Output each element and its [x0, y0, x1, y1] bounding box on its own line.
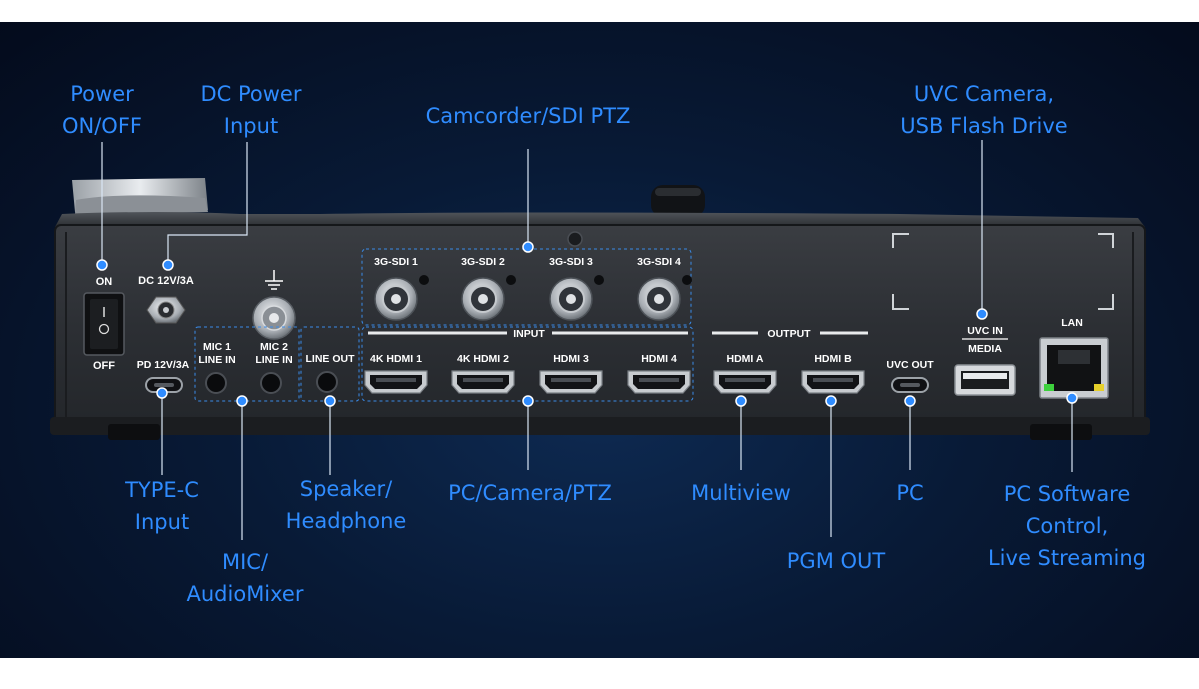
- dc-rating-label: DC 12V/3A: [138, 275, 194, 287]
- callout-text: Speaker/: [299, 477, 393, 501]
- line-out-label: LINE OUT: [306, 353, 356, 365]
- callout-text: DC Power: [200, 82, 302, 106]
- callout-text: Input: [134, 510, 190, 534]
- callout-text: Camcorder/SDI PTZ: [425, 104, 631, 128]
- rotary-knob: [651, 185, 705, 217]
- lan-rj45-port: [1039, 337, 1109, 399]
- sdi-port-label: 3G-SDI 4: [637, 256, 681, 268]
- callout-text: PC: [896, 481, 924, 505]
- hdmi-input-label: 4K HDMI 1: [370, 353, 422, 365]
- pd-rating-label: PD 12V/3A: [137, 359, 190, 371]
- hdmi-inputs: 4K HDMI 1 4K HDMI 2 HDMI 3 HDMI 4: [364, 353, 691, 394]
- line-out-jack: [316, 371, 338, 393]
- usb-a-port: [954, 364, 1016, 396]
- sdi-port-label: 3G-SDI 1: [374, 256, 418, 268]
- callout-pc-software-control: PC Software Control, Live Streaming: [980, 478, 1154, 574]
- output-group-label: OUTPUT: [767, 328, 811, 340]
- hdmi-input-label: 4K HDMI 2: [457, 353, 509, 365]
- callout-text: UVC Camera,: [913, 82, 1055, 106]
- callout-camcorder-sdi-ptz: Camcorder/SDI PTZ: [408, 100, 648, 132]
- callout-mic-audiomixer: MIC/ AudioMixer: [178, 546, 312, 610]
- callout-pgm-out: PGM OUT: [776, 545, 896, 577]
- callout-text: Multiview: [691, 481, 791, 505]
- hdmi-input-label: HDMI 3: [553, 353, 589, 365]
- callout-power-onoff: Power ON/OFF: [52, 78, 152, 142]
- callout-uvc-camera-usb: UVC Camera, USB Flash Drive: [886, 78, 1082, 142]
- callout-dc-power-input: DC Power Input: [191, 78, 311, 142]
- callout-text: PC Software: [1003, 482, 1131, 506]
- callout-text: Control,: [1025, 514, 1109, 538]
- sdi-port: 3G-SDI 1: [374, 256, 429, 321]
- uvc-out-label: UVC OUT: [886, 359, 934, 371]
- diagram-stage: ON OFF DC 12V/3A PD 12V/3A: [0, 22, 1199, 658]
- camera-mount-corner-marks: [892, 233, 1114, 310]
- hdmi-input-port: HDMI 3: [539, 353, 603, 394]
- mic2-jack: [260, 372, 282, 394]
- off-label: OFF: [93, 360, 115, 372]
- sdi-port: 3G-SDI 2: [461, 256, 516, 321]
- hdmi-output-label: HDMI A: [727, 353, 764, 365]
- uvc-in-label: UVC IN: [967, 325, 1003, 337]
- callout-text: Headphone: [285, 509, 407, 533]
- hdmi-inputs-outline: [361, 326, 694, 402]
- sdi-port-label: 3G-SDI 3: [549, 256, 593, 268]
- callout-text: PC/Camera/PTZ: [448, 481, 612, 505]
- media-label: MEDIA: [968, 343, 1002, 355]
- ground-symbol-icon: [265, 270, 283, 290]
- lan-label: LAN: [1061, 317, 1083, 329]
- callout-text: TYPE-C: [125, 478, 199, 502]
- sdi-port: 3G-SDI 3: [549, 256, 604, 321]
- leader-dots: [96, 241, 1078, 407]
- callout-text: Input: [223, 114, 279, 138]
- t-bar-handle: [72, 178, 208, 214]
- power-switch: ON OFF: [83, 276, 125, 372]
- sdi-inputs-outline: [361, 248, 692, 326]
- leader-lines: [101, 140, 1073, 540]
- hdmi-input-label: HDMI 4: [641, 353, 677, 365]
- callout-text: ON/OFF: [61, 114, 142, 138]
- dc-power-jack: [146, 296, 186, 324]
- hdmi-input-port: 4K HDMI 2: [451, 353, 515, 394]
- uvc-out-type-c-port: [891, 377, 929, 393]
- mic1-label-line2: LINE IN: [198, 354, 235, 366]
- callout-text: USB Flash Drive: [900, 114, 1068, 138]
- hdmi-output-label: HDMI B: [814, 353, 852, 365]
- callout-text: Power: [70, 82, 134, 106]
- on-label: ON: [96, 276, 113, 288]
- callout-pc-camera-ptz: PC/Camera/PTZ: [440, 477, 620, 509]
- mic1-jack: [205, 372, 227, 394]
- line-out-outline: [300, 326, 360, 402]
- hdmi-input-port: 4K HDMI 1: [364, 353, 428, 394]
- mic2-label-line1: MIC 2: [260, 341, 288, 353]
- sdi-port-label: 3G-SDI 2: [461, 256, 505, 268]
- hdmi-outputs: HDMI A HDMI B: [713, 353, 865, 394]
- hdmi-output-port: HDMI B: [801, 353, 865, 394]
- callout-text: Live Streaming: [987, 546, 1146, 570]
- callout-pc: PC: [880, 477, 940, 509]
- callout-text: PGM OUT: [786, 549, 886, 573]
- hdmi-output-port: HDMI A: [713, 353, 777, 394]
- callout-multiview: Multiview: [681, 477, 801, 509]
- sdi-inputs: 3G-SDI 1 3G-SDI 2 3G-SDI 3 3G-SDI 4: [374, 256, 692, 321]
- callout-text: MIC/: [221, 550, 269, 574]
- hdmi-input-port: HDMI 4: [627, 353, 691, 394]
- input-group-label: INPUT: [513, 328, 545, 340]
- callout-text: AudioMixer: [186, 582, 304, 606]
- sdi-port: 3G-SDI 4: [637, 256, 692, 321]
- device-rear-panel-illustration: ON OFF DC 12V/3A PD 12V/3A: [50, 140, 1150, 540]
- mic2-label-line2: LINE IN: [255, 354, 292, 366]
- callout-speaker-headphone: Speaker/ Headphone: [276, 473, 416, 537]
- ground-terminal: [252, 296, 296, 340]
- mic1-label-line1: MIC 1: [203, 341, 231, 353]
- callout-type-c-input: TYPE-C Input: [107, 474, 217, 538]
